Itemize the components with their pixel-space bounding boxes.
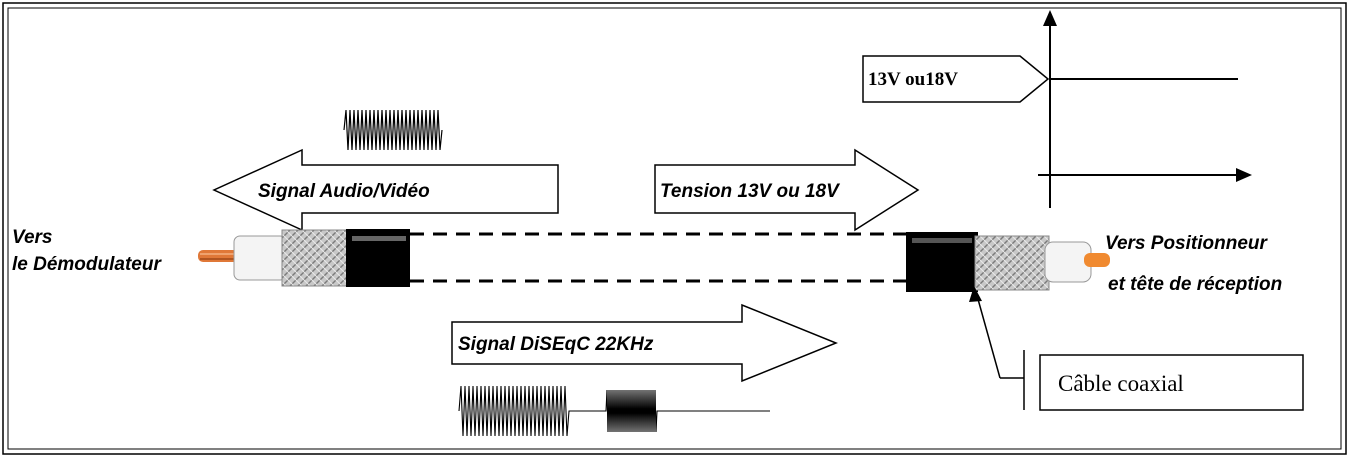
voltage-level-text: 13V ou18V	[868, 69, 958, 90]
diseqc-waveform	[458, 385, 770, 437]
callout-arrowhead	[969, 286, 982, 302]
callout-leader	[975, 291, 1001, 379]
voltage-arrow-label: Tension 13V ou 18V	[660, 181, 840, 202]
right-braid	[974, 235, 1050, 291]
callout-box	[1039, 354, 1304, 411]
right-cable-end	[906, 232, 1110, 292]
callout-text: Câble coaxial	[1058, 371, 1184, 396]
x-axis-arrowhead	[1236, 168, 1252, 182]
voltage-level-tag: 13V ou18V	[862, 55, 1050, 103]
left-braid	[281, 229, 351, 287]
audio-video-label: Signal Audio/Vidéo	[258, 181, 430, 202]
left-end-line1: Vers	[12, 227, 53, 248]
right-copper-core	[1084, 253, 1110, 267]
right-end-line2: et tête de réception	[1108, 274, 1282, 295]
left-copper-core	[198, 250, 238, 262]
left-end-line2: le Démodulateur	[12, 254, 162, 275]
left-cable-end	[198, 229, 410, 287]
diseqc-label: Signal DiSEqC 22KHz	[458, 334, 654, 355]
diseqc-arrow: Signal DiSEqC 22KHz	[451, 303, 839, 383]
left-insulator	[233, 235, 287, 281]
right-end-line1: Vers Positionneur	[1105, 233, 1268, 254]
cable-callout: Câble coaxial	[969, 286, 1304, 411]
y-axis-arrowhead	[1043, 10, 1057, 26]
voltage-graph	[1038, 10, 1252, 208]
audio-video-arrow: Signal Audio/Vidéo	[212, 148, 559, 232]
audio-video-waveform	[343, 109, 443, 151]
voltage-arrow: Tension 13V ou 18V	[654, 148, 920, 232]
